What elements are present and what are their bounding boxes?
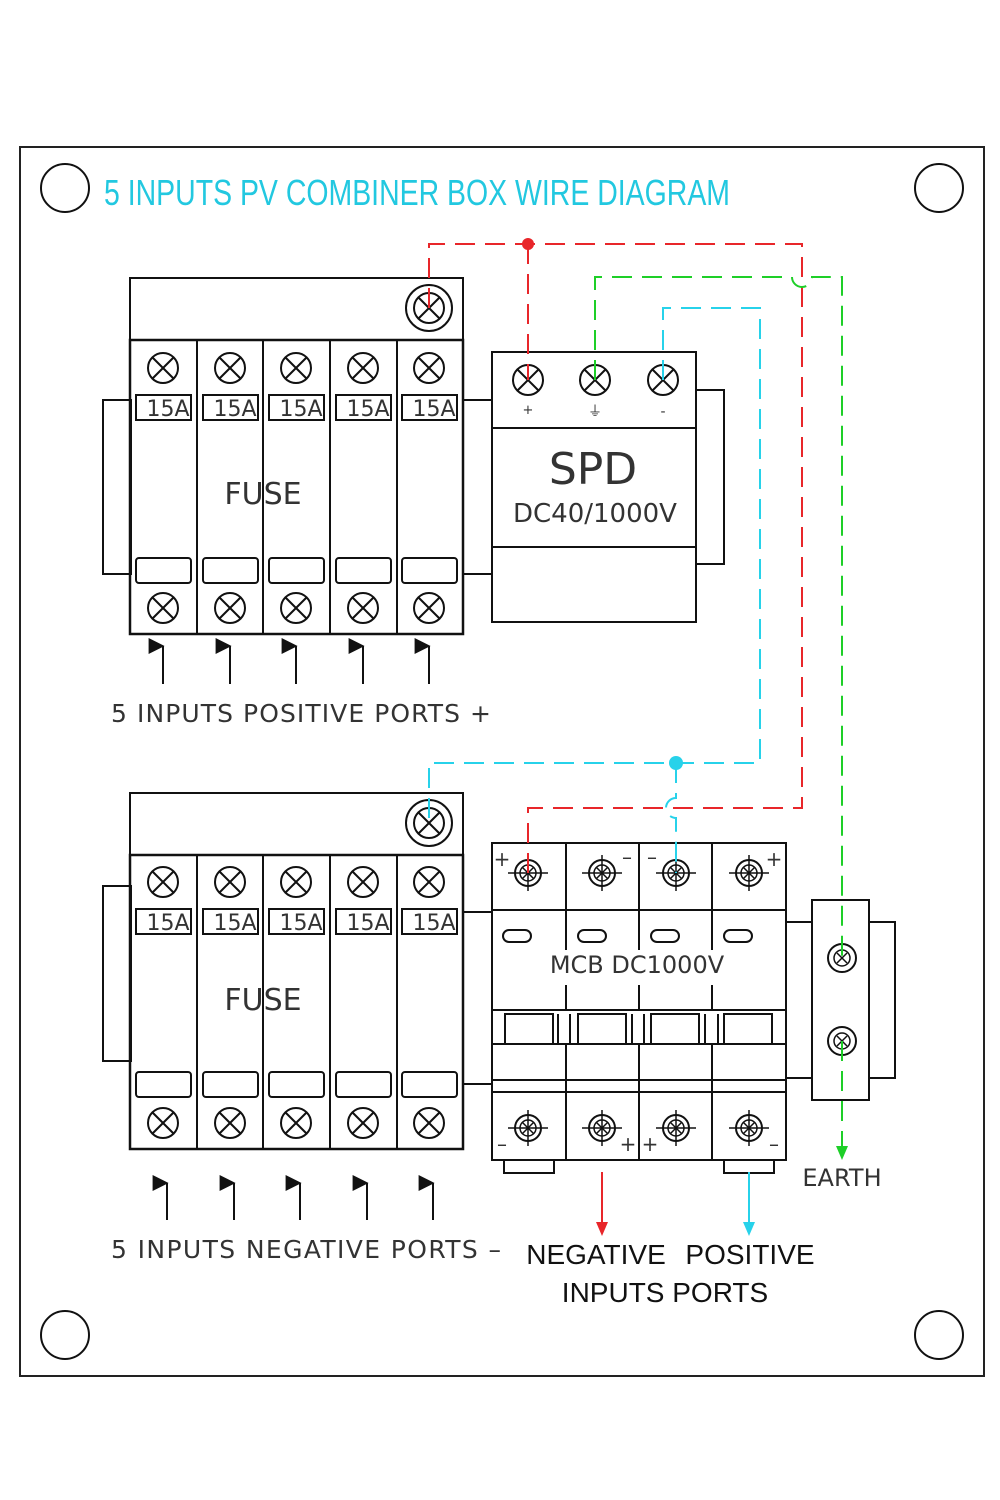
negative-wire-junction bbox=[669, 756, 683, 770]
mcb-bottom-mark-1: – bbox=[497, 1132, 507, 1156]
fuse-bottom-rating-1: 15A bbox=[146, 911, 189, 936]
diagram-title: 5 INPUTS PV COMBINER BOX WIRE DIAGRAM bbox=[104, 172, 730, 213]
fuse-bottom-rating-4: 15A bbox=[346, 911, 389, 936]
positive-wire-junction bbox=[522, 238, 534, 250]
mount-hole-bottom-right bbox=[914, 1310, 964, 1360]
positive-wire bbox=[428, 243, 803, 873]
fuse-bottom-rating-2: 15A bbox=[213, 911, 256, 936]
earth-terminal bbox=[811, 899, 896, 1101]
mcb-breaker: + – – + MCB DC1000V – + + – bbox=[491, 842, 812, 1174]
mcb-bottom-mark-3: + bbox=[642, 1132, 659, 1156]
negative-inputs-label: 5 INPUTS NEGATIVE PORTS – bbox=[111, 1235, 501, 1264]
mount-hole-top-left bbox=[40, 163, 90, 213]
output-negative-label: NEGATIVE bbox=[526, 1239, 666, 1270]
fuse-top-rating-3: 15A bbox=[279, 397, 322, 422]
negative-output-arrowhead bbox=[596, 1222, 608, 1236]
fuse-bottom-rating-3: 15A bbox=[279, 911, 322, 936]
fuse-bottom-rating-5: 15A bbox=[412, 911, 455, 936]
spd-terminal-plus: + bbox=[523, 403, 534, 418]
mcb-bottom-mark-2: + bbox=[620, 1132, 637, 1156]
fuse-top-rating-4: 15A bbox=[346, 397, 389, 422]
mcb-bottom-mark-4: – bbox=[769, 1132, 779, 1156]
spd-rating: DC40/1000V bbox=[513, 499, 677, 529]
output-positive-label: POSITIVE bbox=[685, 1239, 814, 1270]
spd-terminal-ground: ⏚ bbox=[588, 404, 602, 420]
positive-inputs-label: 5 INPUTS POSITIVE PORTS + bbox=[111, 699, 491, 728]
mcb-top-mark-4: + bbox=[766, 847, 783, 871]
negative-wire bbox=[428, 307, 761, 873]
earth-label: EARTH bbox=[802, 1164, 881, 1192]
fuse-block-bottom: 15A 15A 15A 15A 15A FUSE bbox=[102, 792, 491, 1151]
fuse-top-rating-2: 15A bbox=[213, 397, 256, 422]
spd-label: SPD bbox=[549, 444, 637, 495]
spd-module: + ⏚ - SPD DC40/1000V bbox=[491, 351, 725, 623]
fuse-block-top: 15A 15A 15A 15A 15A FUSE bbox=[102, 277, 491, 636]
fuse-bottom-label: FUSE bbox=[224, 983, 301, 1018]
positive-output-arrowhead bbox=[743, 1222, 755, 1236]
spd-terminal-minus: - bbox=[660, 404, 665, 420]
mount-hole-top-right bbox=[914, 163, 964, 213]
mount-hole-bottom-left bbox=[40, 1310, 90, 1360]
fuse-top-rating-1: 15A bbox=[146, 397, 189, 422]
mcb-label: MCB DC1000V bbox=[550, 951, 725, 979]
output-ports-label: INPUTS PORTS bbox=[562, 1277, 768, 1308]
mcb-top-mark-1: + bbox=[494, 847, 511, 871]
negative-input-arrows bbox=[152, 1175, 435, 1220]
earth-arrowhead bbox=[836, 1146, 848, 1160]
mcb-top-mark-2: – bbox=[622, 845, 632, 869]
earth-wire bbox=[594, 276, 843, 1150]
mcb-top-mark-3: – bbox=[647, 845, 657, 869]
fuse-top-rating-5: 15A bbox=[412, 397, 455, 422]
fuse-top-label: FUSE bbox=[224, 477, 301, 512]
positive-input-arrows bbox=[148, 638, 431, 684]
